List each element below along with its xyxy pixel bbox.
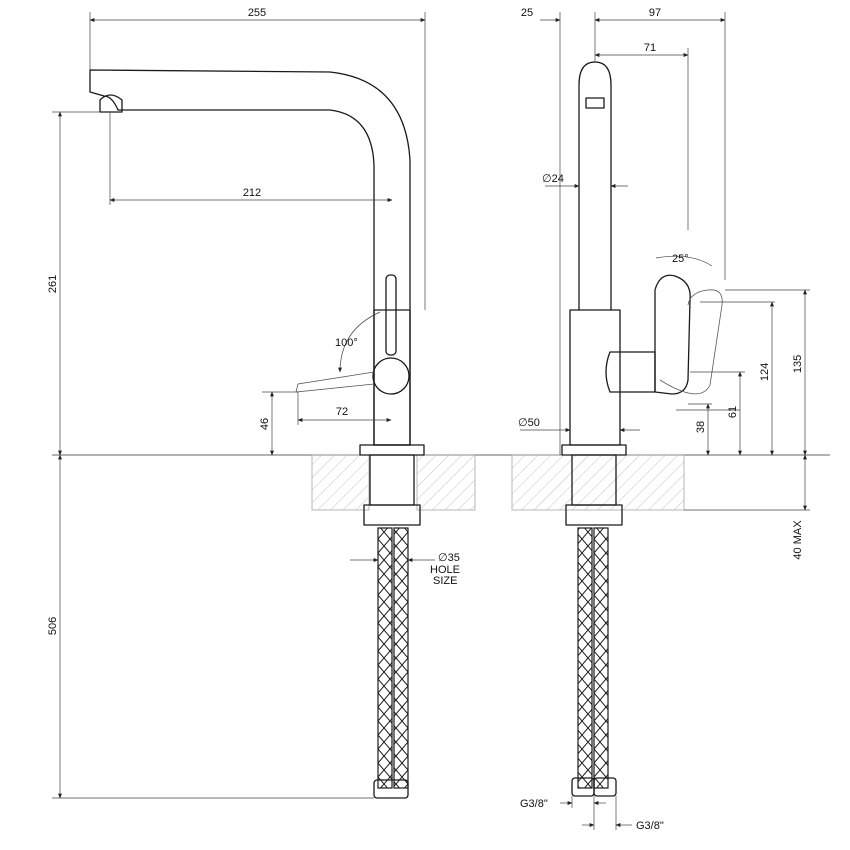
front-fixing-nut xyxy=(363,504,421,526)
side-hose-fitting-right xyxy=(593,777,617,797)
side-view: 25 97 71 ∅24 25° ∅50 38 61 124 xyxy=(511,7,810,832)
side-body xyxy=(569,309,621,446)
dim-offset-left: 25 xyxy=(521,7,533,19)
front-supply-hose-right xyxy=(393,527,409,789)
dim-overall-width: 255 xyxy=(248,7,266,19)
dim-height-135: 135 xyxy=(792,355,804,373)
dim-hole-size-line2: SIZE xyxy=(433,575,457,587)
side-aerator xyxy=(585,97,605,109)
front-shank xyxy=(369,454,415,506)
dim-offset-handle: 71 xyxy=(644,42,656,54)
dim-handle-base-height: 46 xyxy=(259,418,271,430)
side-handle-cartridge xyxy=(605,351,656,393)
front-aerator xyxy=(99,94,123,113)
dim-spout-height: 261 xyxy=(47,275,59,293)
dim-handle-length: 72 xyxy=(336,406,348,418)
dim-height-61: 61 xyxy=(727,406,739,418)
front-handle-hub xyxy=(372,357,410,395)
dim-hole-size-value: ∅35 xyxy=(438,552,460,564)
side-supply-hose-left xyxy=(577,527,593,789)
dim-offset-total: 97 xyxy=(649,7,661,19)
side-base-ring xyxy=(561,444,627,456)
side-fixing-nut xyxy=(565,504,623,526)
dim-handle-tilt: 25° xyxy=(672,253,689,265)
side-spout xyxy=(578,61,612,311)
side-supply-hose-right xyxy=(593,527,609,789)
front-hose-fitting xyxy=(373,779,409,799)
front-body xyxy=(373,309,411,446)
dim-hose-length: 506 xyxy=(47,617,59,635)
side-handle-tilted-position xyxy=(659,289,723,395)
front-view: 255 212 261 100° 72 46 506 ∅35 HOLE SIZE xyxy=(47,7,476,799)
dim-spout-reach: 212 xyxy=(243,187,261,199)
front-handle-lever xyxy=(385,274,397,356)
front-handle-rotated-position xyxy=(295,371,375,393)
front-base-ring xyxy=(359,444,425,456)
dim-height-124: 124 xyxy=(759,363,771,381)
front-countertop-left xyxy=(311,454,370,511)
side-handle-lever xyxy=(654,274,691,395)
dim-hole-size-line1: HOLE xyxy=(430,564,460,576)
dim-connection-right: G3/8" xyxy=(636,820,664,832)
dim-max-thickness: 40 MAX xyxy=(792,520,804,560)
front-supply-hose-left xyxy=(377,527,393,789)
dim-height-38: 38 xyxy=(695,421,707,433)
dim-body-diameter: ∅50 xyxy=(518,417,540,429)
front-countertop-right xyxy=(416,454,476,511)
dim-connection-left: G3/8" xyxy=(520,798,548,810)
dim-spout-diameter: ∅24 xyxy=(542,173,564,185)
side-countertop xyxy=(511,454,685,511)
front-spout xyxy=(89,69,411,446)
dim-handle-angle: 100° xyxy=(335,337,358,349)
